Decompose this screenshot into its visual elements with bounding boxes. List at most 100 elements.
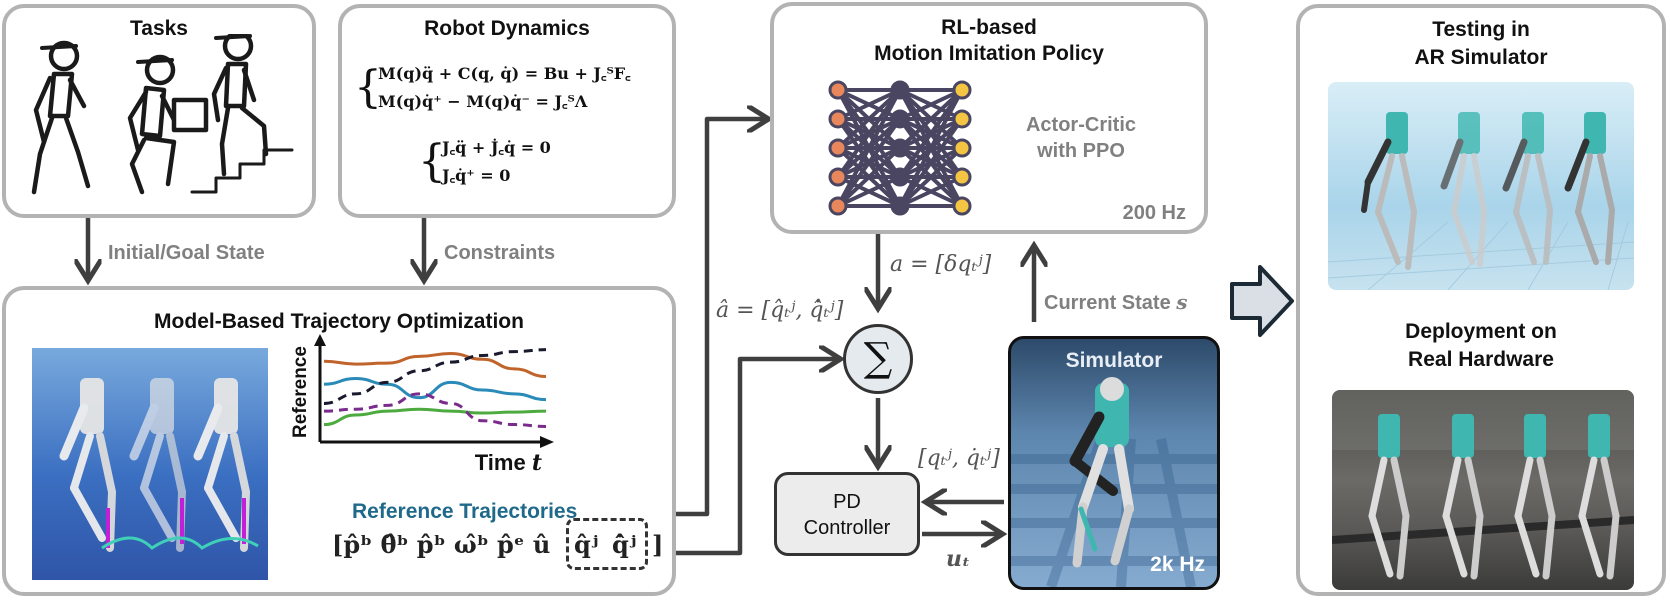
action-label: a = [δqₜʲ] (890, 252, 992, 277)
nn-edge (899, 88, 963, 121)
nn-edge (898, 88, 964, 150)
ref-trajectories-label: Reference Trajectories (352, 500, 578, 523)
policy-method-2: with PPO (1037, 140, 1125, 162)
tasks-box: Tasks (2, 4, 316, 218)
svg-text:Time t: Time t (475, 450, 542, 476)
nn-input-node (828, 167, 848, 187)
current-state-text: Current State (1044, 292, 1171, 314)
deploy-title-2: Real Hardware (1408, 348, 1554, 371)
current-state-label: Current State s (1044, 290, 1188, 315)
ar-simulator-image (1328, 82, 1634, 290)
plot-series-line-3 (323, 348, 547, 405)
joint-ref-qdot: q̂̇ʲ (612, 530, 637, 559)
constraints-label: Constraints (444, 242, 556, 264)
nn-input-node (828, 80, 848, 100)
plot-xvar: t (532, 450, 542, 476)
initial-goal-label: Initial/Goal State (108, 242, 265, 264)
trajopt-box: Model-Based Trajectory Optimization (2, 286, 676, 596)
simulator-rate: 2k Hz (1150, 553, 1205, 576)
nn-output-node (952, 167, 972, 187)
nn-edge (898, 89, 964, 207)
dynamics-brace-2: { (418, 136, 446, 187)
pd-controller-box: PD Controller (774, 472, 920, 556)
plot-ylabel: Reference (290, 346, 311, 438)
nn-edge (898, 117, 964, 208)
real-hardware-image (1332, 390, 1634, 590)
person-walking-icon (31, 40, 91, 195)
deploy-title-1: Deployment on (1405, 320, 1557, 343)
joint-state-label: [qₜʲ, q̇ₜʲ] (918, 446, 1000, 471)
testing-title-2: AR Simulator (1414, 46, 1548, 69)
nn-output-node (952, 109, 972, 129)
person-lifting-box-icon (127, 54, 209, 195)
dynamics-eq-3: J꜀q̈ + J̇꜀q̇ = 0 (442, 138, 551, 157)
torque-label: uₜ (946, 546, 971, 572)
block-arrow-icon (1230, 265, 1294, 337)
nn-input-node (828, 109, 848, 129)
nn-output-node (952, 138, 972, 158)
nn-edge (898, 146, 964, 208)
pd-line-1: PD (833, 491, 861, 513)
dynamics-title: Robot Dynamics (424, 17, 590, 40)
nn-edge (836, 146, 902, 208)
nn-edge (836, 88, 902, 150)
ar-sim-robots (1328, 112, 1634, 290)
nn-edge (837, 175, 901, 208)
testing-box: Testing in AR Simulator Deployment on Re… (1296, 4, 1666, 596)
nn-output-node (952, 80, 972, 100)
person-climbing-stairs-icon (190, 34, 294, 194)
plot-xlabel: Time (475, 450, 526, 475)
joint-ref-q: q̂ʲ (574, 530, 599, 559)
nn-hidden-node (890, 80, 910, 100)
summation-icon: ∑ (863, 335, 893, 381)
nn-edge (836, 117, 902, 208)
simulator-title: Simulator (1065, 349, 1163, 372)
testing-title-1: Testing in (1432, 18, 1530, 41)
policy-rate: 200 Hz (1122, 202, 1186, 224)
simulator-panel: Simulator 2k Hz (1008, 336, 1220, 590)
nn-edge (836, 89, 902, 207)
nn-edge (836, 88, 902, 179)
policy-title-1: RL-based (941, 16, 1037, 39)
nn-hidden-node (890, 167, 910, 187)
nn-edge (837, 88, 901, 121)
task-icons (31, 34, 294, 195)
nn-input-node (828, 196, 848, 216)
ref-action-label: â = [q̂ₜʲ, q̂̇ₜʲ] (716, 298, 844, 323)
dynamics-eq-4: J꜀q̇⁺ = 0 (442, 166, 511, 185)
plot-series-line-1 (323, 352, 547, 379)
plot-series-line-5 (323, 392, 547, 428)
nn-input-node (828, 138, 848, 158)
joint-ref-highlight (566, 518, 648, 570)
trajopt-title: Model-Based Trajectory Optimization (154, 310, 524, 333)
nn-hidden-node (890, 109, 910, 129)
arrow-ref-to-sum (640, 359, 838, 556)
nn-hidden-node (890, 138, 910, 158)
robot-dynamics-box: Robot Dynamics { M(q)q̈ + C(q, q̇) = Bu … (338, 4, 676, 218)
policy-method-1: Actor-Critic (1025, 114, 1136, 136)
pd-line-2: Controller (803, 517, 891, 539)
nn-edge (899, 175, 963, 208)
nn-output-node (952, 196, 972, 216)
state-vector-close: ] (652, 530, 664, 559)
current-state-var: s (1176, 290, 1188, 314)
summation-node: ∑ (843, 324, 913, 394)
neural-network-icon (828, 80, 972, 216)
policy-title-2: Motion Imitation Policy (874, 42, 1104, 65)
state-vector-main: [p̂ᵇ θ̂ᵇ p̂ᵇ ω̂ᵇ p̂ᵉ û (332, 530, 551, 559)
plot-series-line-2 (323, 376, 547, 402)
reference-plot: Reference Time t (290, 334, 554, 476)
dynamics-eq-2: M(q)q̇⁺ − M(q)q̇⁻ = J꜀ᵀΛ (378, 92, 588, 111)
state-vector: [p̂ᵇ θ̂ᵇ p̂ᵇ ω̂ᵇ p̂ᵉ û (332, 530, 550, 559)
nn-edge (898, 88, 964, 179)
trajopt-render-image (32, 348, 268, 580)
tasks-title: Tasks (130, 17, 188, 40)
plot-series-line-4 (323, 407, 547, 427)
dynamics-eq-1: M(q)q̈ + C(q, q̇) = Bu + J꜀ᵀF꜀ (378, 64, 631, 83)
simulator-scene (1011, 377, 1217, 587)
policy-box: RL-based Motion Imitation Policy Actor-C… (770, 2, 1208, 234)
dynamics-brace-1: { (354, 62, 382, 113)
trajopt-robots (59, 378, 259, 552)
hardware-robots (1332, 390, 1634, 580)
